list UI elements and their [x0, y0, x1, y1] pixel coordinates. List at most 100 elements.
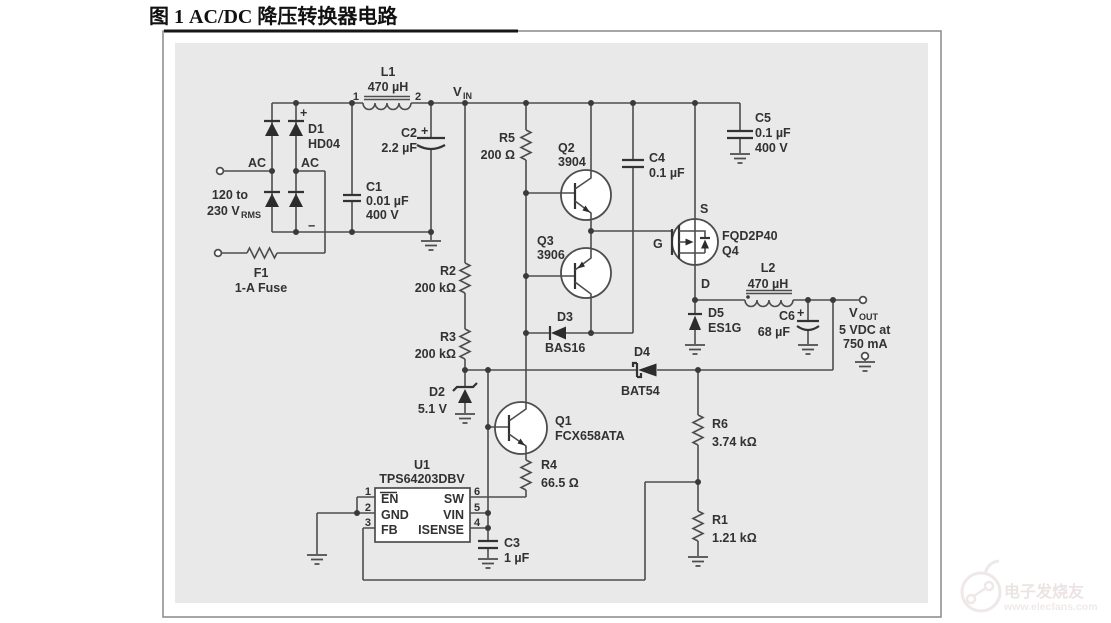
u1-pin4-number: 4: [474, 517, 481, 529]
bridge-diode-icon: [265, 122, 279, 136]
q1-npn-symbol: [494, 401, 548, 455]
figure-title: 图 1 AC/DC 降压转换器电路: [149, 4, 398, 28]
u1-pin5-number: 5: [474, 502, 480, 514]
q3-part: 3906: [537, 248, 565, 262]
l1-pin1: 1: [353, 91, 359, 103]
junction-dots: [269, 100, 836, 531]
gnd-terminal: [860, 351, 870, 361]
c5-capacitor: [727, 129, 753, 140]
u1-gnd-pin-label: GND: [381, 508, 409, 522]
q2-label: Q2: [558, 141, 575, 155]
d3-label: D3: [557, 310, 573, 324]
input-range-line1: 120 to: [212, 188, 248, 202]
c3-value: 1 µF: [504, 551, 530, 565]
u1-ic-body: [374, 487, 471, 543]
d2-label: D2: [429, 385, 445, 399]
l2-label: L2: [761, 261, 776, 275]
d1-part: HD04: [308, 137, 340, 151]
u1-vin-pin-label: VIN: [443, 508, 464, 522]
r5-label: R5: [499, 131, 515, 145]
d5-diode: [689, 315, 701, 330]
u1-label: U1: [414, 458, 430, 472]
q2-npn-symbol: [560, 169, 612, 221]
c2-label: C2: [401, 126, 417, 140]
ac-label-bottom: AC: [301, 156, 319, 170]
bridge-rectifier: [264, 119, 304, 207]
r1-label: R1: [712, 513, 728, 527]
c3-label: C3: [504, 536, 520, 550]
c2-value: 2.2 µF: [381, 141, 417, 155]
u1-pin2-number: 2: [365, 502, 371, 514]
watermark-url: www.elecfans.com: [1003, 601, 1098, 613]
watermark-brand: 电子发烧友: [1004, 582, 1085, 601]
d2-zener-bar: [452, 382, 478, 392]
r2-label: R2: [440, 264, 456, 278]
c1-voltage: 400 V: [366, 208, 399, 222]
ac-label-top: AC: [248, 156, 266, 170]
c6-label: C6: [779, 309, 795, 323]
c5-value: 0.1 µF: [755, 126, 791, 140]
q3-emitter-arrow-icon: [577, 261, 585, 269]
r6-label: R6: [712, 417, 728, 431]
c4-capacitor: [622, 158, 644, 169]
q2-emitter-arrow-icon: [582, 205, 590, 213]
c5-label: C5: [755, 111, 771, 125]
component-labels: L1 470 µH 1 2 V IN C2 + 2.2 µF C1 0.01 µ…: [207, 65, 891, 565]
bridge-plus: +: [300, 106, 307, 120]
d1-label: D1: [308, 122, 324, 136]
l2-core: [746, 289, 792, 295]
vout-spec-line1: 5 VDC at: [839, 323, 891, 337]
q3-pnp-symbol: [560, 247, 612, 299]
c6-capacitor-bottom: [796, 325, 820, 332]
ac-input-terminal: [213, 248, 223, 258]
c3-capacitor: [478, 539, 498, 550]
u1-fb-pin-label: FB: [381, 523, 398, 537]
capacitors: [343, 129, 820, 550]
c6-value: 68 µF: [758, 325, 791, 339]
c2-polarity: +: [421, 124, 428, 138]
r3-label: R3: [440, 330, 456, 344]
l2-polarity-dot: [746, 295, 750, 299]
l1-value: 470 µH: [368, 80, 409, 94]
vout-net-label: V: [849, 305, 858, 320]
d4-schottky-bar: [631, 361, 643, 379]
bridge-minus: −: [308, 219, 315, 233]
l1-inductor-coil: [362, 102, 412, 111]
c6-polarity: +: [797, 306, 804, 320]
q3-label: Q3: [537, 234, 554, 248]
d4-diode: [638, 363, 657, 377]
input-range-sub: RMS: [241, 210, 261, 220]
c4-label: C4: [649, 151, 665, 165]
u1-part: TPS64203DBV: [379, 472, 465, 486]
q4-label: Q4: [722, 244, 739, 258]
q4-part: FQD2P40: [722, 229, 778, 243]
c1-label: C1: [366, 180, 382, 194]
d3-diode: [551, 326, 566, 340]
u1-ic: [374, 487, 471, 543]
q4-channel-arrow-icon: [685, 238, 694, 246]
c2-capacitor-bottom: [416, 144, 446, 151]
d5-label: D5: [708, 306, 724, 320]
l1-label: L1: [381, 65, 396, 79]
r3-value: 200 kΩ: [415, 347, 456, 361]
transistor-internals: [507, 103, 710, 448]
r4-label: R4: [541, 458, 557, 472]
q2-part: 3904: [558, 155, 586, 169]
d3-part: BAS16: [545, 341, 585, 355]
io-terminals: [213, 166, 870, 361]
r1-value: 1.21 kΩ: [712, 531, 757, 545]
l1-core: [364, 95, 410, 101]
wires: [221, 95, 866, 581]
d4-label: D4: [634, 345, 650, 359]
d5-part: ES1G: [708, 321, 741, 335]
q4-body-diode-icon: [701, 239, 709, 249]
watermark: 电子发烧友 www.elecfans.com: [960, 559, 1098, 613]
ac-input-terminal: [215, 166, 225, 176]
u1-pin3-number: 3: [365, 517, 371, 529]
q1-emitter-arrow-icon: [517, 438, 525, 446]
u1-pin6-number: 6: [474, 486, 480, 498]
u1-isense-pin-label: ISENSE: [418, 523, 464, 537]
vout-terminal: [858, 295, 868, 305]
d2-value: 5.1 V: [418, 402, 448, 416]
l1-pin2: 2: [415, 91, 421, 103]
